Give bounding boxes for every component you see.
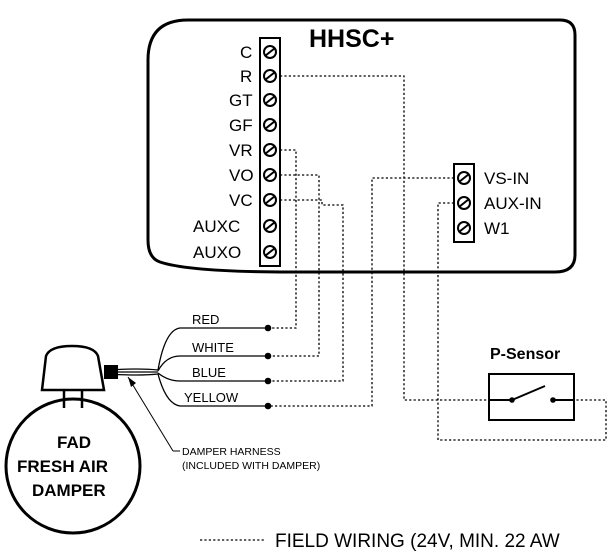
terminal-label-aux-in: AUX-IN <box>484 194 542 213</box>
terminal-label-w1: W1 <box>484 219 510 238</box>
terminal-auxo <box>263 245 277 259</box>
wire-label-yellow: YELLOW <box>184 390 239 405</box>
damper-label-line3: DAMPER <box>32 481 106 500</box>
terminal-label-vs-in: VS-IN <box>484 169 529 188</box>
right-terminal-strip <box>453 163 475 243</box>
controller-title: HHSC+ <box>309 25 394 53</box>
terminal-auxc <box>263 219 277 233</box>
wire-label-white: WHITE <box>192 340 234 355</box>
terminal-r <box>263 69 277 83</box>
terminal-aux-in <box>457 196 471 210</box>
left-terminal-strip <box>259 37 281 267</box>
field-wiring <box>268 75 607 441</box>
terminal-vo <box>263 168 277 182</box>
damper-harness <box>104 324 272 410</box>
terminal-w1 <box>457 221 471 235</box>
terminal-vs-in <box>457 171 471 185</box>
wire-label-red: RED <box>192 312 219 327</box>
controller-board <box>146 18 577 274</box>
wire-label-blue: BLUE <box>192 365 226 380</box>
terminal-gt <box>263 93 277 107</box>
terminal-label-auxo: AUXO <box>193 243 241 262</box>
terminal-label-vr: VR <box>229 141 253 160</box>
terminal-c <box>263 45 277 59</box>
harness-callout <box>127 376 180 452</box>
terminal-label-auxc: AUXC <box>193 217 240 236</box>
terminal-label-vc: VC <box>229 191 253 210</box>
terminal-vr <box>263 143 277 157</box>
harness-label-line2: (INCLUDED WITH DAMPER) <box>182 460 320 472</box>
harness-label-line1: DAMPER HARNESS <box>182 446 281 458</box>
terminal-label-r: R <box>240 67 252 86</box>
terminal-label-c: C <box>240 43 252 62</box>
terminal-vc <box>263 193 277 207</box>
legend-text: FIELD WIRING (24V, MIN. 22 AW <box>275 531 560 552</box>
p-sensor-switch <box>488 373 575 421</box>
terminal-label-gt: GT <box>229 91 253 110</box>
p-sensor-title: P-Sensor <box>490 346 560 363</box>
terminal-gf <box>263 118 277 132</box>
terminal-label-vo: VO <box>229 166 254 185</box>
terminal-label-gf: GF <box>229 116 253 135</box>
damper-label-line2: FRESH AIR <box>17 457 108 476</box>
damper-unit <box>4 344 142 535</box>
damper-label-line1: FAD <box>57 433 91 452</box>
